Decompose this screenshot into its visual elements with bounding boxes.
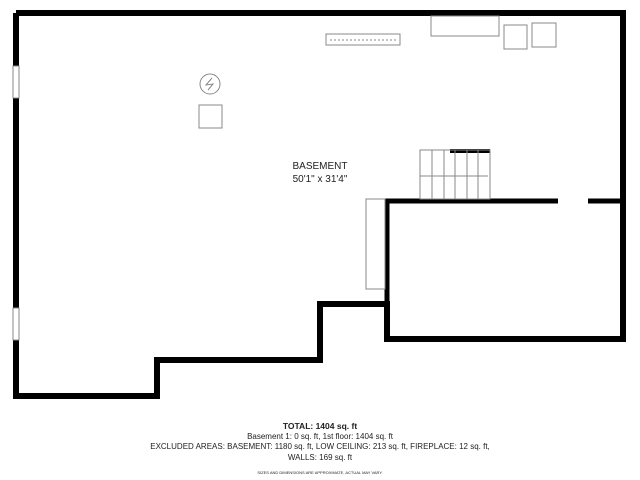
room-label: BASEMENT 50'1" x 31'4"	[0, 160, 640, 186]
furnace-icon	[198, 104, 223, 129]
interior-walls	[384, 149, 623, 339]
area-summary: TOTAL: 1404 sq. ft Basement 1: 0 sq. ft,…	[0, 421, 640, 479]
walls-area: WALLS: 169 sq. ft	[287, 452, 353, 462]
floor-areas: Basement 1: 0 sq. ft, 1st floor: 1404 sq…	[247, 431, 393, 441]
excluded-areas: EXCLUDED AREAS: BASEMENT: 1180 sq. ft, L…	[150, 442, 490, 451]
room-dimensions: 50'1" x 31'4"	[292, 174, 348, 185]
total-area: TOTAL: 1404 sq. ft	[282, 421, 358, 431]
exterior-walls	[13, 10, 626, 399]
stairs	[419, 149, 491, 200]
fixtures	[198, 15, 557, 290]
room-name: BASEMENT	[292, 161, 348, 172]
disclaimer: SIZES AND DIMENSIONS ARE APPROXIMATE, AC…	[257, 470, 383, 475]
windows	[12, 65, 20, 341]
